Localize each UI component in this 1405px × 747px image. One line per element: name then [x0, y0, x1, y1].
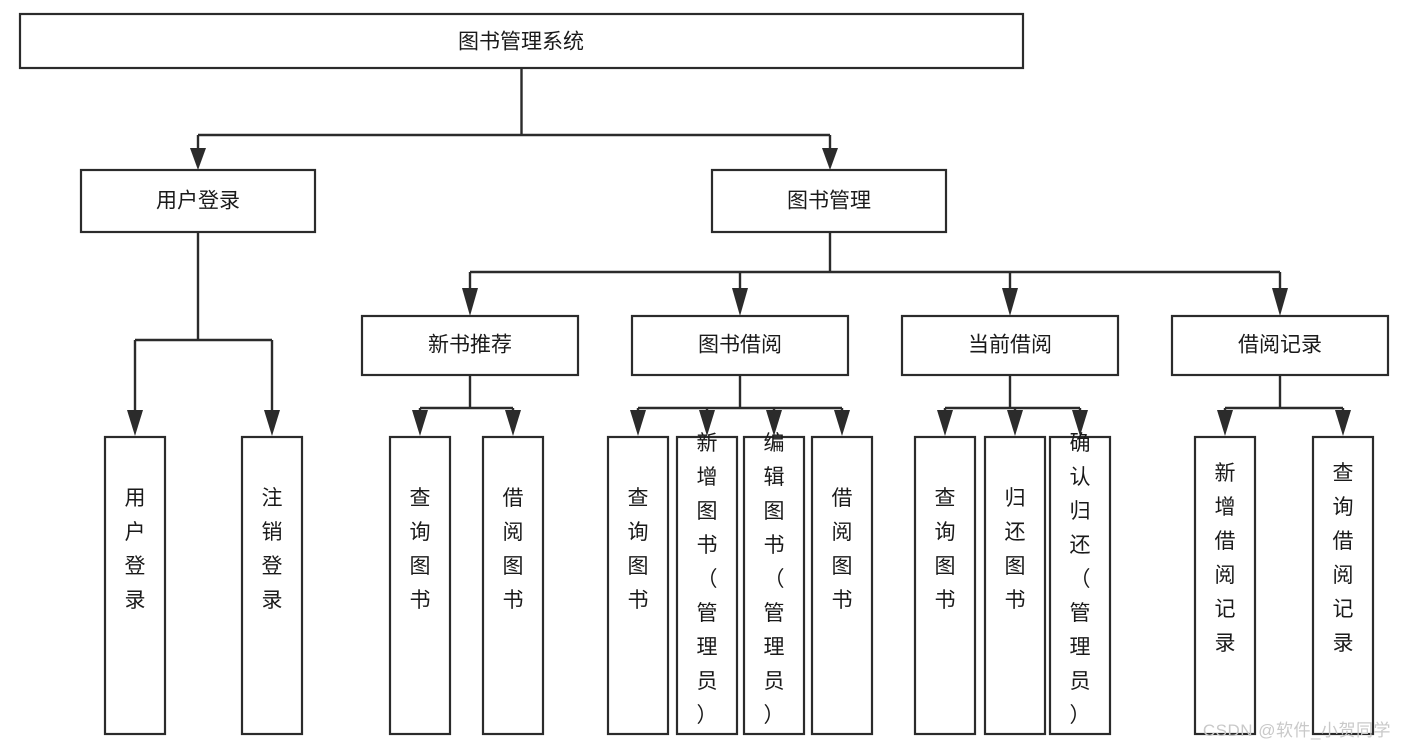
arrow-head-leaf-current-borrow-3: [1072, 410, 1088, 436]
arrow-head-book-manage: [822, 148, 838, 170]
node-current-borrow[interactable]: 当前借阅: [900, 314, 1120, 377]
node-borrow-record-box[interactable]: [1170, 314, 1390, 377]
leaf-node[interactable]: 借阅图书: [481, 435, 545, 736]
leaf-current-borrow-return-box[interactable]: [983, 435, 1047, 736]
arrow-head-leaf-borrow-record-1: [1217, 410, 1233, 436]
node-user-login-label: 用户登录: [156, 190, 240, 213]
node-root-system[interactable]: 图书管理系统: [18, 12, 1025, 70]
leaf-book-borrow-add-label: 新增图书（管理员）: [697, 432, 718, 727]
node-root-system-box[interactable]: [18, 12, 1025, 70]
leaf-book-borrow-edit-box[interactable]: [742, 435, 806, 736]
leaf-book-borrow-edit-label: 编辑图书（管理员）: [764, 432, 785, 727]
leaf-new-book-query-box[interactable]: [388, 435, 452, 736]
csdn-watermark: CSDN @软件_小贺同学: [1202, 721, 1391, 740]
node-borrow-record[interactable]: 借阅记录: [1170, 314, 1390, 377]
arrow-head-borrow-record: [1272, 288, 1288, 316]
node-current-borrow-box[interactable]: [900, 314, 1120, 377]
arrow-head-leaf-current-borrow-2: [1007, 410, 1023, 436]
arrow-head-new-book: [462, 288, 478, 316]
leaf-node[interactable]: 用户登录: [103, 435, 167, 736]
leaf-node[interactable]: 查询借阅记录: [1311, 435, 1375, 736]
leaf-user-login-login-label: 用户登录: [125, 487, 146, 612]
leaf-book-borrow-query-label: 查询图书: [628, 487, 649, 612]
node-user-login[interactable]: 用户登录: [79, 168, 317, 234]
arrow-head-book-borrow: [732, 288, 748, 316]
leaf-node[interactable]: 注销登录: [240, 435, 304, 736]
arrow-head-leaf-borrow-record-2: [1335, 410, 1351, 436]
node-new-book-recommend[interactable]: 新书推荐: [360, 314, 580, 377]
leaf-current-borrow-query-box[interactable]: [913, 435, 977, 736]
leaf-borrow-record-add-label: 新增借阅记录: [1215, 462, 1236, 655]
arrow-head-leaf-user-login-1: [127, 410, 143, 436]
leaf-node[interactable]: 新增图书（管理员）: [675, 432, 739, 736]
node-book-borrow[interactable]: 图书借阅: [630, 314, 850, 377]
leaf-borrow-record-query-box[interactable]: [1311, 435, 1375, 736]
node-new-book-recommend-label: 新书推荐: [428, 334, 512, 357]
node-current-borrow-label: 当前借阅: [968, 334, 1052, 357]
leaf-node[interactable]: 查询图书: [606, 435, 670, 736]
leaf-new-book-borrow-label: 借阅图书: [503, 487, 524, 612]
leaf-node[interactable]: 编辑图书（管理员）: [742, 432, 806, 736]
arrow-head-leaf-current-borrow-1: [937, 410, 953, 436]
arrow-head-leaf-book-borrow-4: [834, 410, 850, 436]
connector-layer: [127, 68, 1351, 436]
leaf-node[interactable]: 借阅图书: [810, 435, 874, 736]
arrow-head-leaf-book-borrow-1: [630, 410, 646, 436]
arrow-head-user-login: [190, 148, 206, 170]
leaf-new-book-query-label: 查询图书: [410, 487, 431, 612]
leaf-node[interactable]: 查询图书: [913, 435, 977, 736]
node-book-borrow-label: 图书借阅: [698, 334, 782, 357]
leaf-node[interactable]: 查询图书: [388, 435, 452, 736]
node-user-login-box[interactable]: [79, 168, 317, 234]
leaf-new-book-borrow-box[interactable]: [481, 435, 545, 736]
arrow-head-leaf-user-login-2: [264, 410, 280, 436]
leaf-user-login-logout-label: 注销登录: [262, 487, 283, 612]
node-book-manage[interactable]: 图书管理: [710, 168, 948, 234]
leaf-current-borrow-confirm-box[interactable]: [1048, 435, 1112, 736]
arrow-head-leaf-book-borrow-3: [766, 410, 782, 436]
leaf-node[interactable]: 归还图书: [983, 435, 1047, 736]
leaf-current-borrow-confirm-label: 确认归还（管理员）: [1070, 432, 1091, 727]
arrow-head-current-borrow: [1002, 288, 1018, 316]
arrow-head-leaf-new-book-2: [505, 410, 521, 436]
leaf-user-login-login-box[interactable]: [103, 435, 167, 736]
leaf-book-borrow-borrow-label: 借阅图书: [832, 487, 853, 612]
node-book-manage-box[interactable]: [710, 168, 948, 234]
leaf-user-login-logout-box[interactable]: [240, 435, 304, 736]
node-root-system-label: 图书管理系统: [458, 31, 584, 54]
leaf-borrow-record-query-label: 查询借阅记录: [1333, 462, 1354, 655]
arrow-head-leaf-book-borrow-2: [699, 410, 715, 436]
leaf-book-borrow-add-box[interactable]: [675, 435, 739, 736]
leaf-book-borrow-query-box[interactable]: [606, 435, 670, 736]
leaf-borrow-record-add-box[interactable]: [1193, 435, 1257, 736]
leaf-book-borrow-borrow-box[interactable]: [810, 435, 874, 736]
node-book-manage-label: 图书管理: [787, 190, 871, 213]
arrow-head-leaf-new-book-1: [412, 410, 428, 436]
node-book-borrow-box[interactable]: [630, 314, 850, 377]
leaf-current-borrow-return-label: 归还图书: [1005, 487, 1026, 612]
node-new-book-recommend-box[interactable]: [360, 314, 580, 377]
node-borrow-record-label: 借阅记录: [1238, 334, 1322, 357]
leaf-node[interactable]: 确认归还（管理员）: [1048, 432, 1112, 736]
leaf-node[interactable]: 新增借阅记录: [1193, 435, 1257, 736]
leaf-current-borrow-query-label: 查询图书: [935, 487, 956, 612]
